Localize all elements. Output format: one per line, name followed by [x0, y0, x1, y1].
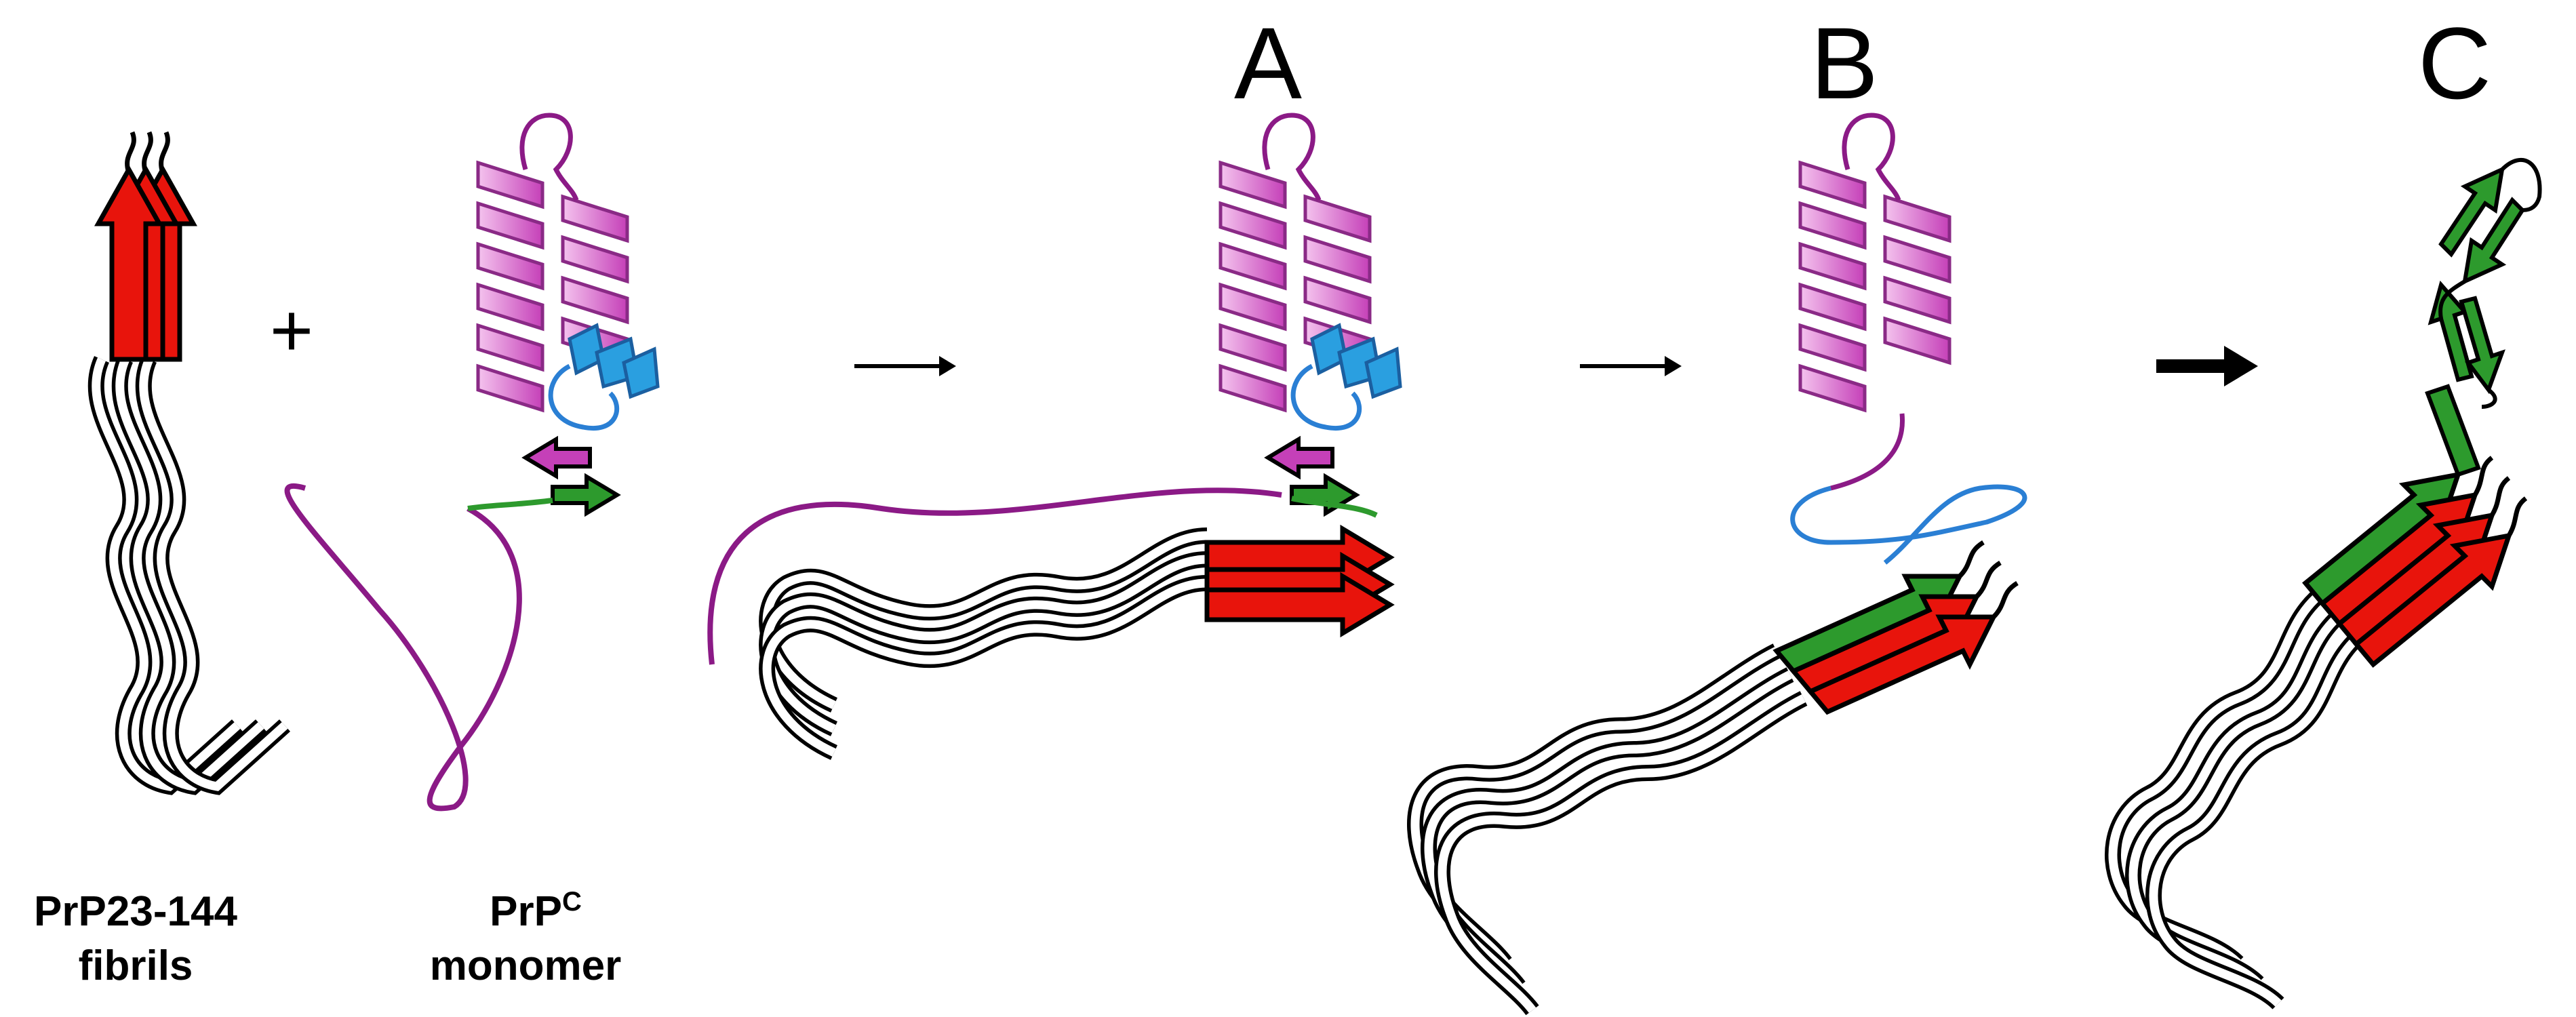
stage-a-strand-magenta	[1264, 435, 1334, 480]
stage-b-helix-2	[1883, 194, 1951, 365]
monomer-strand-green	[551, 473, 621, 517]
stage-b-fibril-core	[1772, 574, 1998, 715]
reaction-arrow-1	[854, 356, 956, 376]
stage-a-purple-tail	[707, 487, 1282, 665]
monomer-unstructured-tail	[284, 483, 522, 812]
reaction-arrow-3	[2156, 346, 2258, 386]
monomer-blue-loop	[548, 363, 619, 431]
prpc-monomer	[284, 113, 660, 812]
stage-c-strand-loops	[2438, 157, 2542, 409]
stage-a-blue-loop	[1290, 363, 1362, 431]
caption-fibrils-line1: PrP23-144	[34, 888, 237, 935]
caption-monomer-superscript: C	[562, 887, 582, 917]
stage-b-core-tails	[1958, 540, 2019, 619]
fibril-beta-core	[94, 164, 197, 362]
plus-sign: +	[270, 289, 313, 372]
stage-b-helix-loop	[1842, 113, 1901, 201]
monomer-helix-loop	[519, 113, 579, 201]
caption-monomer-prefix: PrP	[490, 888, 562, 935]
stage-b-blue-loop	[1790, 484, 2027, 565]
monomer-strand-magenta	[521, 435, 592, 480]
fibril-disordered-tails	[87, 356, 291, 795]
stage-a-helix-1	[1218, 160, 1287, 413]
caption-monomer-line2: monomer	[430, 942, 621, 989]
stage-a-helix-loop	[1262, 113, 1322, 201]
stage-b-helix-1	[1798, 160, 1867, 413]
stage-c-new-strands	[2425, 165, 2525, 477]
stage-a-complex	[707, 113, 1402, 760]
monomer-helix-1	[476, 160, 544, 413]
stage-b-fibril-tails	[1407, 643, 1808, 1016]
stage-b-complex	[1407, 113, 2027, 1016]
stage-label-b: B	[1810, 6, 1878, 120]
stage-c-core-tails	[2472, 456, 2528, 537]
stage-b-purple-link	[1830, 413, 1905, 491]
monomer-beta-blue	[568, 323, 660, 399]
fibril-template	[87, 131, 291, 795]
stage-c-fibril-core	[2302, 471, 2513, 668]
stage-c-complex	[2105, 157, 2542, 1010]
caption-fibrils-line2: fibrils	[79, 942, 193, 989]
fibril-top-tails	[125, 131, 170, 174]
stage-a-fibril-core	[1204, 524, 1395, 638]
stage-a-beta-blue	[1310, 323, 1402, 399]
stage-c-fibril-tails	[2105, 583, 2372, 1010]
reaction-arrow-2	[1580, 356, 1682, 376]
stage-label-a: A	[1234, 6, 1302, 120]
stage-a-fibril-tails	[759, 527, 1208, 760]
stage-label-c: C	[2418, 6, 2491, 120]
stage-a-green-link	[1291, 496, 1378, 518]
monomer-green-link	[467, 498, 553, 511]
caption-monomer-line1: PrPC	[490, 887, 582, 935]
